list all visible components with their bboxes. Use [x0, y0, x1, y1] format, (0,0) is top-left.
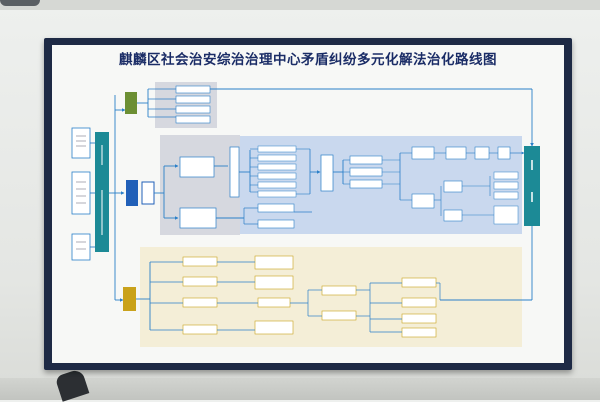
mid-box-lower [179, 207, 217, 229]
blue-zone-list [250, 145, 311, 198]
gold-tag [123, 287, 136, 311]
blue-tag [126, 180, 138, 206]
floor [0, 378, 600, 400]
green-tag [125, 92, 137, 114]
blue-zone-box-a [257, 203, 295, 213]
board-title: 麒麟区社会治安综治治理中心矛盾纠纷多元化解法治化路线图 [119, 52, 497, 68]
ceiling-lamp [0, 0, 40, 6]
left-box [71, 233, 91, 261]
bottom-items [150, 255, 441, 338]
left-box [71, 127, 91, 159]
blue-zone-tag [229, 146, 240, 198]
blue-zone-box-b [257, 219, 295, 229]
mediation-branches [343, 153, 401, 200]
result-boxes [400, 146, 519, 225]
top-group-items [148, 85, 211, 124]
mediation-tag [320, 154, 334, 192]
left-input-boxes [71, 127, 91, 261]
mid-box-upper [179, 156, 215, 178]
blue-tag-small [141, 181, 155, 205]
wall [0, 0, 600, 10]
conclusion-box [524, 146, 540, 226]
left-box [71, 171, 91, 215]
